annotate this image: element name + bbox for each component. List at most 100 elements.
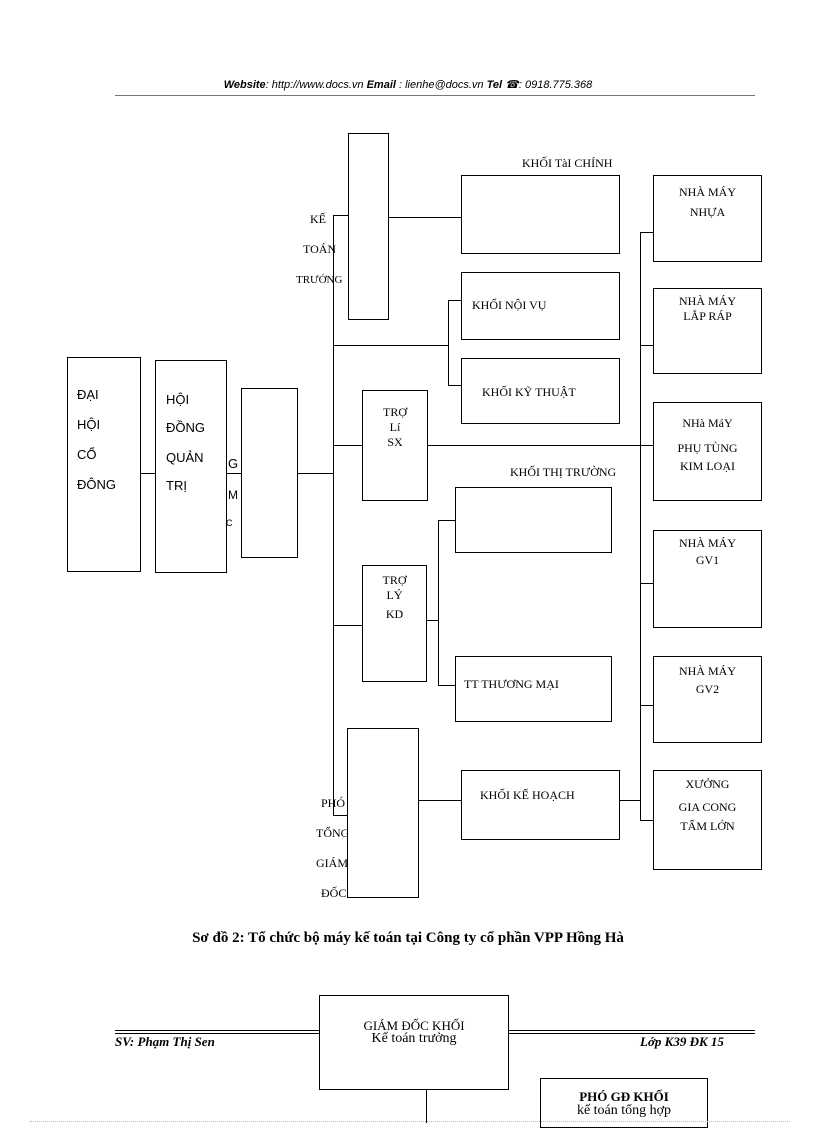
phone-icon: ☎ xyxy=(505,79,519,91)
footer-student: SV: Phạm Thị Sen xyxy=(115,1034,215,1049)
connector xyxy=(418,800,461,801)
connector xyxy=(333,625,362,626)
connector xyxy=(448,385,461,386)
box-khoi-ky-thuat: KHỐI KỸ THUẬT xyxy=(461,358,620,424)
box-dai-hoi-co-dong: ĐẠI HỘI CỔ ĐÔNG xyxy=(67,357,141,572)
box-khoi-thi-truong xyxy=(455,487,612,553)
nha-may-line: NHÀ MÁY xyxy=(679,294,736,308)
ke-toan-truong-line: KẾ xyxy=(310,212,326,226)
dai-hoi-line: CỔ xyxy=(77,447,97,462)
tro-li-sx-line: SX xyxy=(387,435,403,449)
dai-hoi-line: ĐÔNG xyxy=(77,477,116,492)
connector xyxy=(333,345,448,346)
connector xyxy=(448,345,449,385)
connector xyxy=(426,620,438,621)
factory-trunk xyxy=(640,232,641,820)
website-label: Website xyxy=(223,79,266,91)
pho-tong-gd-line: TỔNG xyxy=(316,826,350,840)
khoi-ky-thuat-label: KHỐI KỸ THUẬT xyxy=(482,385,576,399)
nha-may-line: KIM LOẠI xyxy=(680,459,735,473)
ke-toan-truong-line: TRƯỞNG xyxy=(296,274,343,286)
connector xyxy=(388,217,461,218)
box-nha-may-gv2: NHÀ MÁY GV2 xyxy=(653,656,762,743)
connector xyxy=(640,705,653,706)
connector xyxy=(640,583,653,584)
box-nha-may-lap-rap: NHÀ MÁY LẮP RÁP xyxy=(653,288,762,374)
nha-may-line: GV1 xyxy=(695,553,720,567)
hoi-dong-line: HỘI xyxy=(166,392,190,407)
nha-may-line: PHỤ TÙNG xyxy=(677,441,738,455)
box-tt-thuong-mai: TT THƯƠNG MẠI xyxy=(455,656,612,722)
email-value: : lienhe@docs.vn xyxy=(399,79,484,91)
box-nha-may-nhua: NHÀ MÁY NHỰA xyxy=(653,175,762,262)
box-khoi-ke-hoach: KHỐI KẾ HOẠCH xyxy=(461,770,620,840)
box-pho-gd-khoi: PHÓ GĐ KHỐI kế toán tổng hợp xyxy=(540,1078,708,1128)
khoi-tai-chinh-label: KHỐI TàI CHÍNH xyxy=(522,156,613,170)
main-trunk xyxy=(333,215,334,815)
tong-gd-fragment: C xyxy=(226,518,233,528)
box-giam-doc-khoi: GIÁM ĐỐC KHỐI Kế toán trưởng xyxy=(319,995,509,1090)
box-khoi-tai-chinh xyxy=(461,175,620,254)
pho-gd-khoi-label: PHÓ GĐ KHỐI xyxy=(579,1089,669,1104)
giam-doc-khoi-label: GIÁM ĐỐC KHỐI xyxy=(363,1018,465,1033)
connector xyxy=(438,520,455,521)
tel-value: : 0918.775.368 xyxy=(518,79,593,91)
nha-may-line: NHÀ MÁY xyxy=(679,536,736,550)
connector xyxy=(640,345,653,346)
connector xyxy=(448,300,461,301)
pho-tong-gd-line: GIÁM xyxy=(316,856,348,870)
xuong-line: XƯỞNG xyxy=(685,777,730,791)
nha-may-line: NHÀ MÁY xyxy=(679,664,736,678)
tong-gd-fragment: G xyxy=(228,456,239,471)
nha-may-line: NHỰA xyxy=(689,205,726,219)
xuong-line: TẤM LỚN xyxy=(680,819,735,833)
pho-tong-gd-line: ĐỐC xyxy=(321,886,347,900)
box-tro-ly-kd: TRỢ LÝ KD xyxy=(362,565,427,682)
xuong-line: GIA CONG xyxy=(678,800,737,814)
connector xyxy=(438,685,455,686)
tro-ly-kd-line: KD xyxy=(385,607,404,621)
ke-toan-tong-hop-label: kế toán tổng hợp xyxy=(576,1103,672,1118)
khoi-ke-hoach-label: KHỐI KẾ HOẠCH xyxy=(480,788,575,802)
connector xyxy=(140,473,156,474)
tel-label: Tel xyxy=(486,79,503,91)
box-pho-tong-giam-doc xyxy=(347,728,419,898)
tro-li-sx-line: TRỢ xyxy=(383,405,407,419)
tro-ly-kd-line: LÝ xyxy=(386,588,403,602)
tro-ly-kd-line: TRỢ xyxy=(382,573,407,587)
hoi-dong-line: ĐỒNG xyxy=(166,420,205,435)
connector xyxy=(640,232,653,233)
dai-hoi-line: ĐẠI xyxy=(77,387,99,402)
box-khoi-noi-vu: KHỐI NỘI VỤ xyxy=(461,272,620,340)
tong-gd-fragment: M xyxy=(228,488,238,502)
box-hoi-dong-quan-tri: HỘI ĐỒNG QUẢN TRỊ xyxy=(155,360,227,573)
box-tong-giam-doc xyxy=(241,388,298,558)
nha-may-line: NHÀ MÁY xyxy=(679,185,736,199)
dai-hoi-line: HỘI xyxy=(77,417,101,432)
connector xyxy=(333,445,362,446)
ke-toan-truong-line: TOÁN xyxy=(303,242,337,256)
footer-class: Lớp K39 ĐK 15 xyxy=(640,1034,724,1049)
page-header: Website: http://www.docs.vn Email : lien… xyxy=(0,78,816,91)
email-label: Email xyxy=(366,79,396,91)
nha-may-line: NHà MáY xyxy=(682,416,733,430)
connector xyxy=(640,820,653,821)
connector xyxy=(226,473,242,474)
box-nha-may-gv1: NHÀ MÁY GV1 xyxy=(653,530,762,628)
figure-caption: Sơ đồ 2: Tổ chức bộ máy kế toán tại Công… xyxy=(192,930,624,946)
nha-may-line: GV2 xyxy=(695,682,720,696)
connector xyxy=(333,815,347,816)
box-xuong-gia-cong: XƯỞNG GIA CONG TẤM LỚN xyxy=(653,770,762,870)
tro-li-sx-line: Lí xyxy=(389,420,401,434)
connector xyxy=(333,215,348,216)
connector xyxy=(448,300,449,345)
khoi-thi-truong-label: KHỐI THỊ TRƯỜNG xyxy=(510,465,617,479)
page-edge xyxy=(30,1121,790,1122)
pho-tong-gd-line: PHÓ xyxy=(321,796,346,810)
nha-may-line: LẮP RÁP xyxy=(683,309,732,323)
ke-toan-truong-label: Kế toán trưởng xyxy=(371,1031,457,1046)
connector xyxy=(426,1090,427,1123)
box-nha-may-phu-tung: NHà MáY PHỤ TÙNG KIM LOẠI xyxy=(653,402,762,501)
header-rule xyxy=(115,95,755,96)
box-ke-toan-truong xyxy=(348,133,389,320)
